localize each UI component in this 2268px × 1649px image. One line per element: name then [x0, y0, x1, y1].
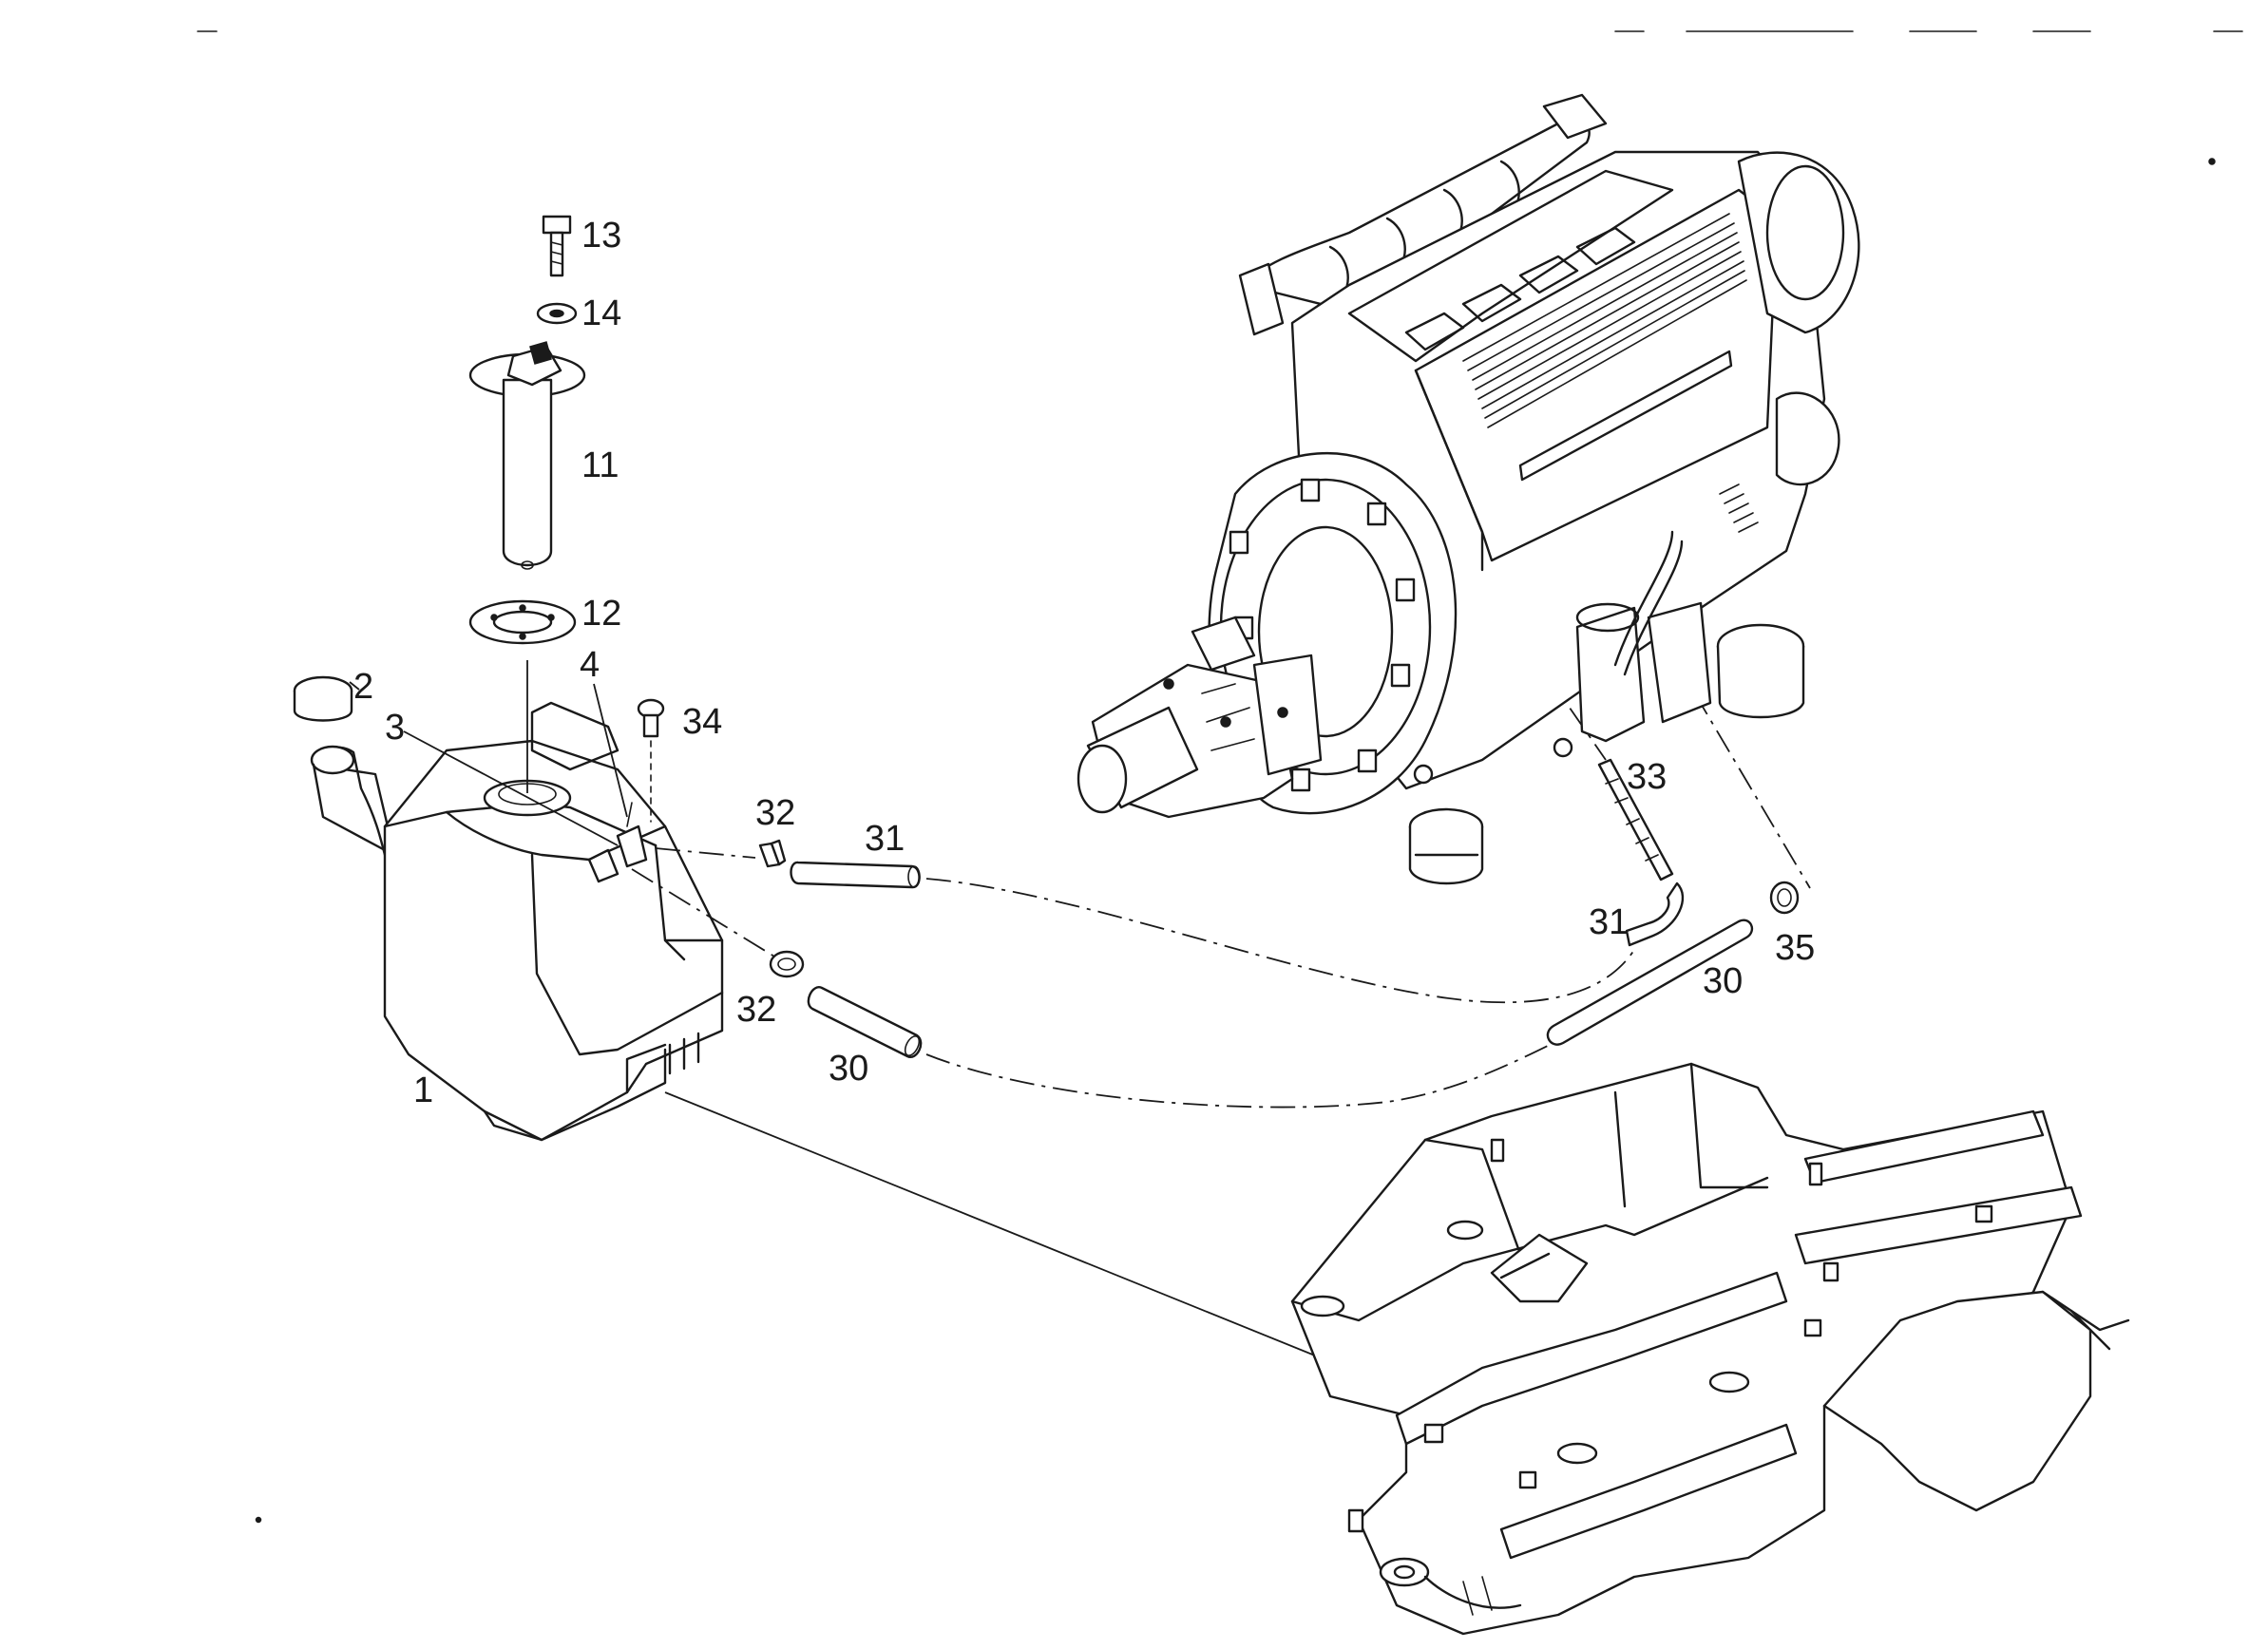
fuel-pipe — [1597, 758, 1674, 881]
hose-clamp-lower — [769, 950, 805, 978]
callout-32-upper: 32 — [755, 793, 795, 833]
fuel-hose-supply — [790, 861, 921, 889]
hose-clamp — [758, 839, 787, 868]
diesel-engine — [1077, 93, 1860, 885]
callout-labels: 1 2 3 4 11 12 13 14 30 30 31 31 32 32 33… — [353, 216, 1815, 1110]
fuel-hose-long — [1546, 919, 1754, 1046]
connection-lines — [631, 635, 1811, 1397]
callout-31-left: 31 — [865, 819, 905, 859]
callout-34: 34 — [682, 702, 722, 742]
callout-30-left: 30 — [829, 1049, 868, 1089]
fuel-hose-return — [807, 986, 923, 1058]
callout-13: 13 — [581, 216, 621, 256]
fuel-tank — [310, 701, 724, 1142]
tank-cap — [293, 675, 353, 722]
callout-33: 33 — [1627, 757, 1667, 797]
callout-35: 35 — [1775, 928, 1815, 968]
fuel-level-sender — [468, 341, 586, 570]
callout-32-lower: 32 — [736, 990, 776, 1030]
chassis-frame — [1290, 1062, 2130, 1636]
callout-30-right: 30 — [1703, 961, 1743, 1001]
banjo-screw — [637, 698, 665, 823]
callout-31-right: 31 — [1589, 902, 1629, 942]
callout-12: 12 — [581, 594, 621, 634]
callout-4: 4 — [580, 645, 600, 685]
screw — [542, 215, 572, 277]
washer — [536, 302, 578, 325]
hose-clamp-right — [1769, 881, 1800, 915]
callout-1: 1 — [413, 1071, 433, 1110]
callout-14: 14 — [581, 294, 621, 333]
callout-11: 11 — [581, 445, 619, 485]
fuel-hose-elbow — [1625, 881, 1685, 947]
tank-fitting — [587, 802, 648, 883]
gasket — [468, 599, 577, 645]
leader-lines — [349, 681, 628, 846]
callout-3: 3 — [385, 708, 405, 748]
scan-marks — [197, 30, 2243, 1524]
callout-2: 2 — [353, 667, 373, 707]
